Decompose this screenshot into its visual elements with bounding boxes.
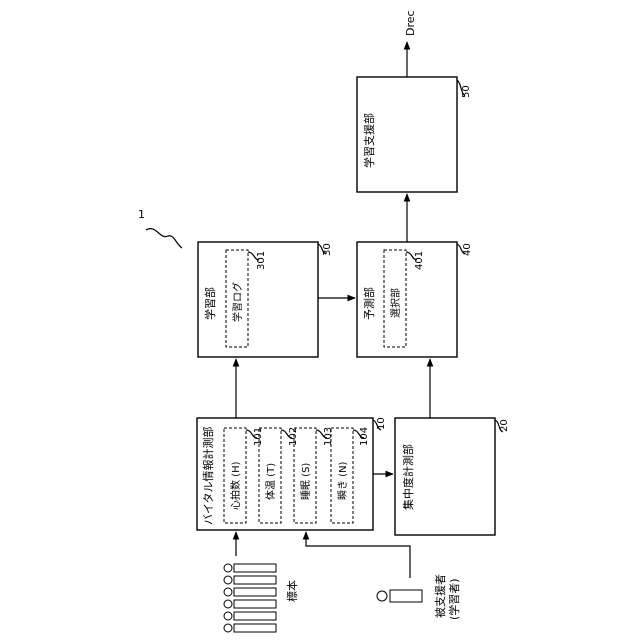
learner-label: 被支援者 xyxy=(433,574,447,618)
selection-label: 選択部 xyxy=(389,288,402,318)
system-ref-label: 1 xyxy=(138,208,145,221)
concentration-label: 集中度計測部 xyxy=(401,444,415,510)
prediction-ref: 40 xyxy=(462,243,473,256)
learning-label: 学習部 xyxy=(203,287,217,320)
learner-label-sub: (学習者) xyxy=(447,578,461,620)
vital-info-label: バイタル情報計測部 xyxy=(201,426,215,525)
learning-log-label: 学習ログ xyxy=(231,282,244,322)
body-temp-label: 体温 (T) xyxy=(265,463,277,500)
system-ref-leader xyxy=(146,229,182,248)
sleep-label: 睡眠 (S) xyxy=(299,463,312,500)
blink-label: 瞬き (N) xyxy=(336,461,349,500)
arrow-learner-to-vital xyxy=(306,532,410,578)
learning-support-label: 学習支援部 xyxy=(362,113,376,168)
learning-log-ref: 301 xyxy=(256,251,267,270)
samples-label: 標本 xyxy=(285,580,299,602)
selection-ref: 401 xyxy=(414,251,425,270)
learning-ref: 30 xyxy=(322,243,333,256)
samples-group-icon xyxy=(224,564,276,632)
prediction-label: 予測部 xyxy=(362,287,376,320)
learner-person-icon xyxy=(377,590,422,602)
output-signal-label: Drec xyxy=(404,10,417,36)
heart-rate-label: 心拍数 (H) xyxy=(229,461,242,510)
vital-info-ref: 10 xyxy=(376,417,387,430)
